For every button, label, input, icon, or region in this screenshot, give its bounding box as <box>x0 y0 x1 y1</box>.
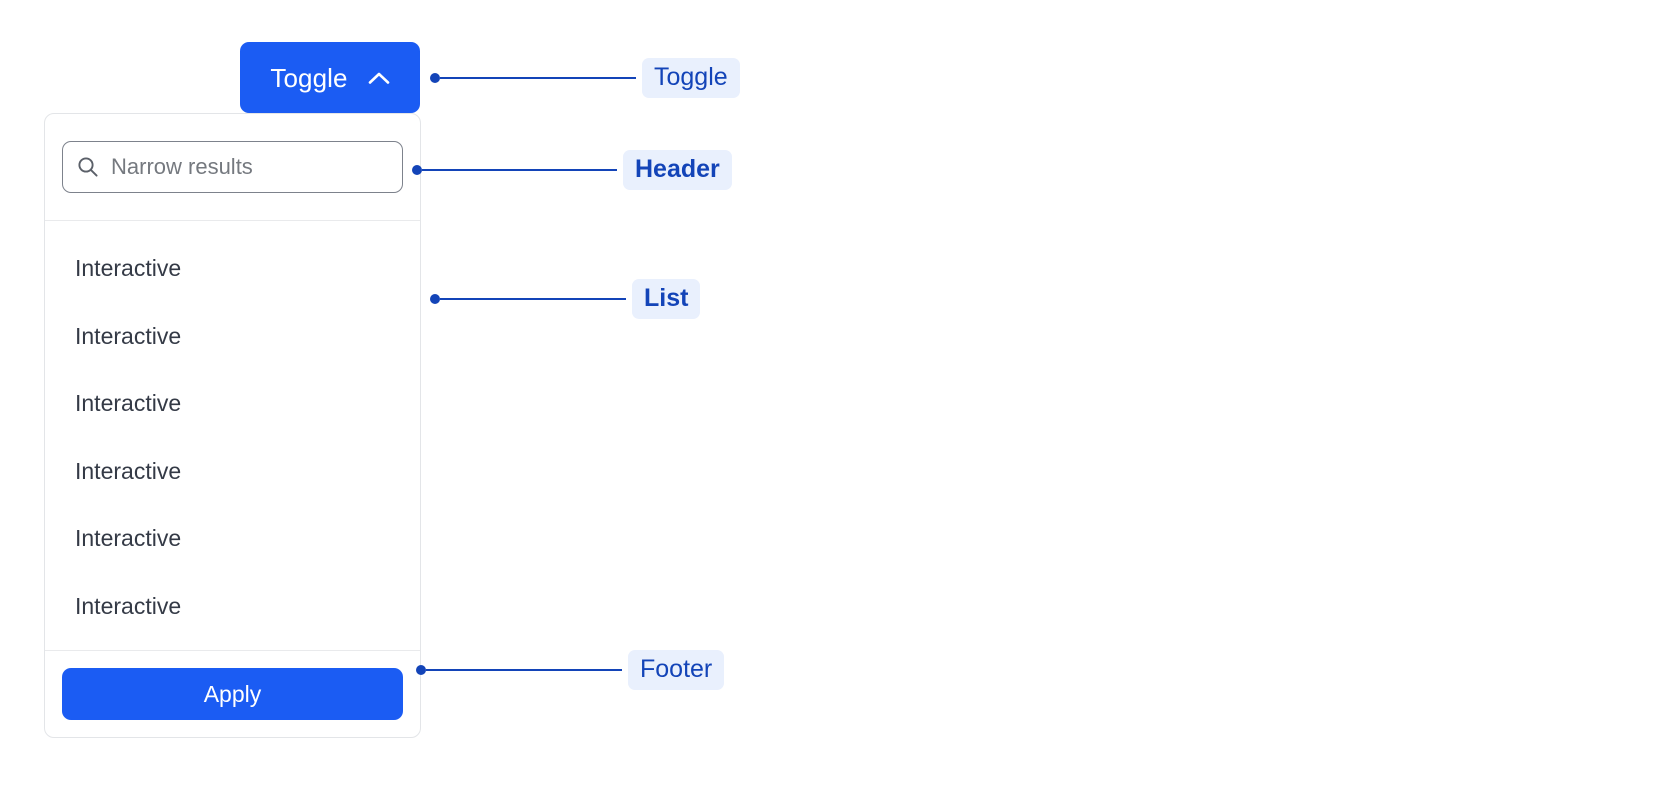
annotation-label: List <box>632 279 701 319</box>
dropdown-list: Interactive Interactive Interactive Inte… <box>45 221 420 650</box>
annotation-label: Header <box>623 150 732 190</box>
list-item-label: Interactive <box>75 322 182 349</box>
annotation-label: Toggle <box>642 58 740 98</box>
list-item[interactable]: Interactive <box>45 303 420 371</box>
annotation-list: List <box>430 279 701 319</box>
toggle-button-label: Toggle <box>270 62 348 93</box>
list-item[interactable]: Interactive <box>45 235 420 303</box>
list-item-label: Interactive <box>75 525 182 552</box>
dropdown-header <box>45 114 420 221</box>
annotation-leader-line <box>426 669 622 671</box>
list-item[interactable]: Interactive <box>45 573 420 641</box>
annotation-toggle: Toggle <box>430 58 740 98</box>
search-icon <box>77 156 111 178</box>
apply-button-label: Apply <box>203 680 262 707</box>
list-item-label: Interactive <box>75 255 182 282</box>
annotation-dot-icon <box>416 665 426 675</box>
dropdown-panel: Interactive Interactive Interactive Inte… <box>44 113 421 738</box>
annotation-leader-line <box>440 77 636 79</box>
annotation-leader-line <box>422 169 617 171</box>
search-field[interactable] <box>62 141 403 193</box>
list-item[interactable]: Interactive <box>45 370 420 438</box>
annotation-dot-icon <box>430 294 440 304</box>
list-item[interactable]: Interactive <box>45 505 420 573</box>
annotation-dot-icon <box>412 165 422 175</box>
annotation-header: Header <box>412 150 732 190</box>
toggle-button[interactable]: Toggle <box>240 42 420 113</box>
annotation-dot-icon <box>430 73 440 83</box>
list-item-label: Interactive <box>75 390 182 417</box>
list-item[interactable]: Interactive <box>45 438 420 506</box>
list-item-label: Interactive <box>75 457 182 484</box>
annotation-label: Footer <box>628 650 725 690</box>
annotation-footer: Footer <box>416 650 725 690</box>
list-item-label: Interactive <box>75 592 182 619</box>
apply-button[interactable]: Apply <box>62 668 403 720</box>
chevron-up-icon <box>368 71 390 85</box>
dropdown-footer: Apply <box>45 650 420 737</box>
search-input[interactable] <box>111 154 390 180</box>
annotation-leader-line <box>440 298 626 300</box>
